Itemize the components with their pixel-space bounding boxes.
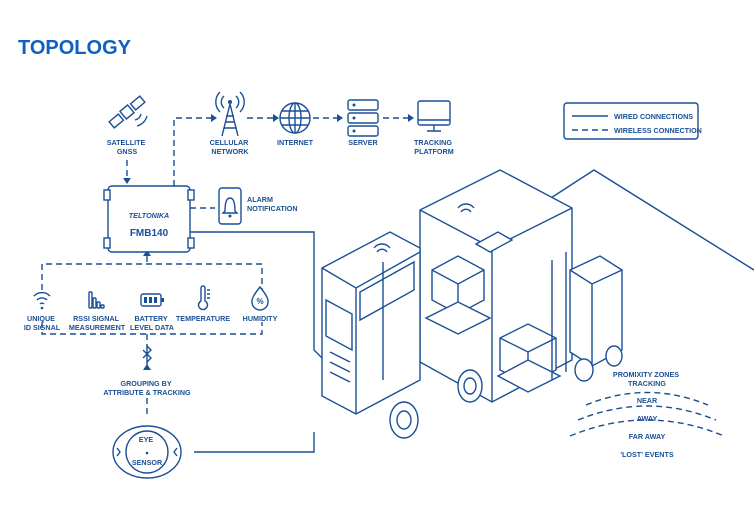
fmb140-device: TELTONIKA FMB140	[103, 185, 195, 253]
temperature-label: TEMPERATURE	[176, 314, 230, 323]
truck-illustration	[321, 169, 754, 439]
signal-bars-icon	[88, 291, 105, 309]
wifi-icon	[33, 291, 51, 310]
alarm-label: ALARM NOTIFICATION	[247, 195, 298, 213]
satellite-label: SATELLITE GNSS	[107, 138, 148, 156]
sensor-label: EYE SENSOR	[132, 435, 163, 467]
unique-id-label: UNIQUE ID SIGNAL	[24, 314, 61, 332]
zone-far-away: FAR AWAY	[629, 432, 666, 441]
zone-away: AWAY	[637, 414, 658, 423]
server-icon	[347, 99, 379, 137]
battery-label: BATTERY LEVEL DATA	[130, 314, 174, 332]
globe-icon	[279, 102, 311, 134]
monitor-icon	[417, 100, 451, 132]
grouping-label: GROUPING BY ATTRIBUTE & TRACKING	[103, 379, 191, 397]
cell-tower-icon	[215, 91, 245, 137]
phone-alarm-icon	[218, 187, 242, 225]
bluetooth-icon	[142, 344, 152, 364]
device-model: FMB140	[130, 228, 169, 239]
rssi-label: RSSI SIGNAL MEASUREMENT	[69, 314, 126, 332]
tracking-platform-label: TRACKING PLATFORM	[414, 138, 454, 156]
eye-sensor	[112, 425, 182, 479]
battery-icon	[140, 293, 164, 307]
legend-wireless: WIRELESS CONNECTION	[614, 126, 702, 135]
proximity-arcs	[569, 391, 725, 437]
zone-near: NEAR	[637, 396, 658, 405]
server-label: SERVER	[348, 138, 378, 147]
humidity-drop-icon: %	[251, 285, 269, 311]
humidity-label: HUMIDITY	[243, 314, 278, 323]
connection-lines	[41, 114, 414, 453]
zone-lost-events: 'LOST' EVENTS	[620, 450, 674, 459]
device-brand: TELTONIKA	[129, 211, 169, 220]
legend: WIRED CONNECTIONS WIRELESS CONNECTION	[563, 102, 702, 140]
proximity-title: PROMIXITY ZONES TRACKING	[613, 370, 681, 388]
satellite-icon	[108, 95, 148, 129]
cellular-label: CELLULAR NETWORK	[210, 138, 251, 156]
internet-label: INTERNET	[277, 138, 314, 147]
page-title: TOPOLOGY	[18, 37, 132, 59]
legend-wired: WIRED CONNECTIONS	[614, 112, 693, 121]
svg-text:%: %	[256, 297, 263, 306]
thermometer-icon	[197, 285, 210, 311]
